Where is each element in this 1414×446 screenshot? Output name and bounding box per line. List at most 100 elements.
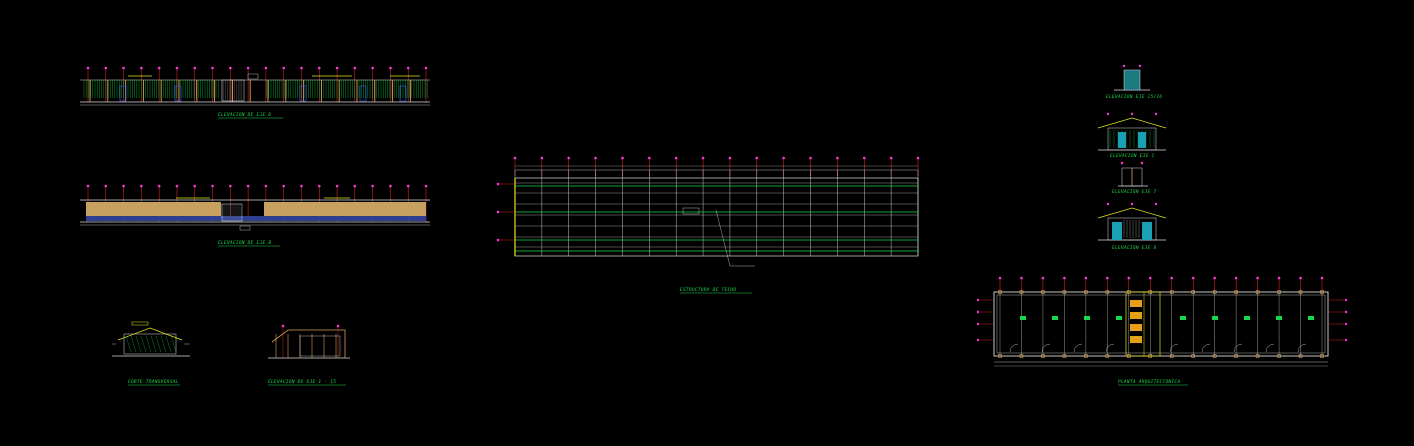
axis-marker [1120, 161, 1124, 165]
axis-marker [976, 338, 980, 342]
panel [1142, 222, 1152, 240]
elevation-small[interactable] [268, 324, 350, 359]
roof-profile [271, 329, 346, 358]
axis-marker [371, 184, 374, 188]
column [1320, 354, 1324, 358]
axis-marker [246, 66, 250, 70]
column [998, 354, 1002, 358]
axis-marker [701, 156, 705, 160]
column [1041, 290, 1045, 294]
section-hatch [140, 335, 147, 353]
column [1298, 354, 1303, 358]
section-hatch [130, 335, 137, 353]
door-swing [1169, 343, 1179, 353]
axis-marker [1063, 276, 1066, 280]
axis-marker [976, 298, 980, 302]
right-elevation-c-label: ELEVACION EJE 7 [1112, 189, 1157, 195]
axis-marker [1122, 64, 1126, 68]
elevation-box [1123, 69, 1141, 91]
door-swing [1041, 343, 1051, 353]
axis-marker [755, 156, 759, 160]
cross-section[interactable] [112, 321, 190, 357]
axis-marker [567, 156, 571, 160]
column [1019, 354, 1024, 358]
axis-marker [1084, 276, 1088, 280]
axis-marker [122, 184, 125, 188]
fixture [1212, 316, 1218, 320]
axis-marker [353, 184, 357, 188]
elevation-middle[interactable] [80, 184, 430, 231]
right-elevations[interactable] [1097, 64, 1167, 241]
axis-marker [648, 156, 651, 160]
axis-marker [1344, 310, 1348, 314]
sign [239, 225, 251, 231]
column [1084, 290, 1088, 294]
section-hatch [150, 335, 157, 353]
axis-marker [335, 66, 339, 70]
fixture [1180, 316, 1186, 320]
door [399, 85, 407, 102]
axis-marker [157, 66, 161, 70]
wall-panel [264, 202, 426, 216]
axis-marker [836, 156, 839, 160]
axis-marker [211, 184, 214, 188]
elevation-box [1107, 127, 1157, 151]
section-hatch [135, 335, 142, 353]
panel [1138, 132, 1146, 148]
axis-marker [1191, 276, 1195, 280]
axis-marker [1148, 276, 1152, 280]
column [1191, 354, 1195, 358]
detail-box [682, 207, 700, 215]
section-box [123, 333, 177, 355]
sign [247, 73, 259, 80]
door-swing [1201, 343, 1211, 353]
door [119, 85, 127, 102]
section-hatch [170, 335, 177, 353]
column [1234, 290, 1238, 294]
axis-marker [1106, 202, 1110, 206]
column [1169, 290, 1174, 294]
axis-marker [211, 66, 214, 70]
axis-marker [916, 156, 920, 160]
axis-marker [229, 66, 232, 70]
axis-marker [282, 66, 285, 70]
axis-marker [371, 66, 374, 70]
axis-marker [104, 66, 108, 70]
inner-wall [996, 294, 1326, 354]
axis-marker [175, 184, 179, 188]
axis-marker [1138, 64, 1142, 68]
elevation-box [1107, 217, 1157, 241]
column [1084, 354, 1088, 358]
roof-structure-label: ESTRUCTURA DE TECHO [680, 287, 736, 293]
axis-marker [809, 156, 812, 160]
axis-marker [1256, 276, 1259, 280]
door [174, 85, 182, 102]
leader-line [715, 209, 731, 267]
elevation-small-label: ELEVACION DE EJE 1 - 15 [268, 379, 336, 385]
axis-marker [353, 66, 357, 70]
axis-marker [1130, 202, 1134, 206]
roof-structure-plan[interactable] [496, 156, 920, 267]
floor-plan[interactable] [976, 276, 1348, 367]
axis-marker [1140, 161, 1144, 165]
roof-profile [117, 327, 183, 341]
column [1255, 290, 1260, 294]
axis-marker [424, 184, 428, 188]
panel [1118, 132, 1126, 148]
door-swing [1009, 343, 1019, 353]
axis-marker [175, 66, 179, 70]
axis-marker [406, 184, 410, 188]
section-hatch [145, 335, 152, 353]
elevation-top[interactable] [80, 66, 430, 106]
roof-profile [1097, 207, 1167, 219]
axis-marker [1344, 322, 1348, 326]
door-swing [1297, 343, 1307, 353]
axis-marker [540, 156, 544, 160]
stair [1130, 336, 1142, 343]
fixture [1276, 316, 1282, 320]
section-hatch [160, 335, 167, 353]
axis-marker [282, 184, 285, 188]
axis-marker [621, 156, 624, 160]
